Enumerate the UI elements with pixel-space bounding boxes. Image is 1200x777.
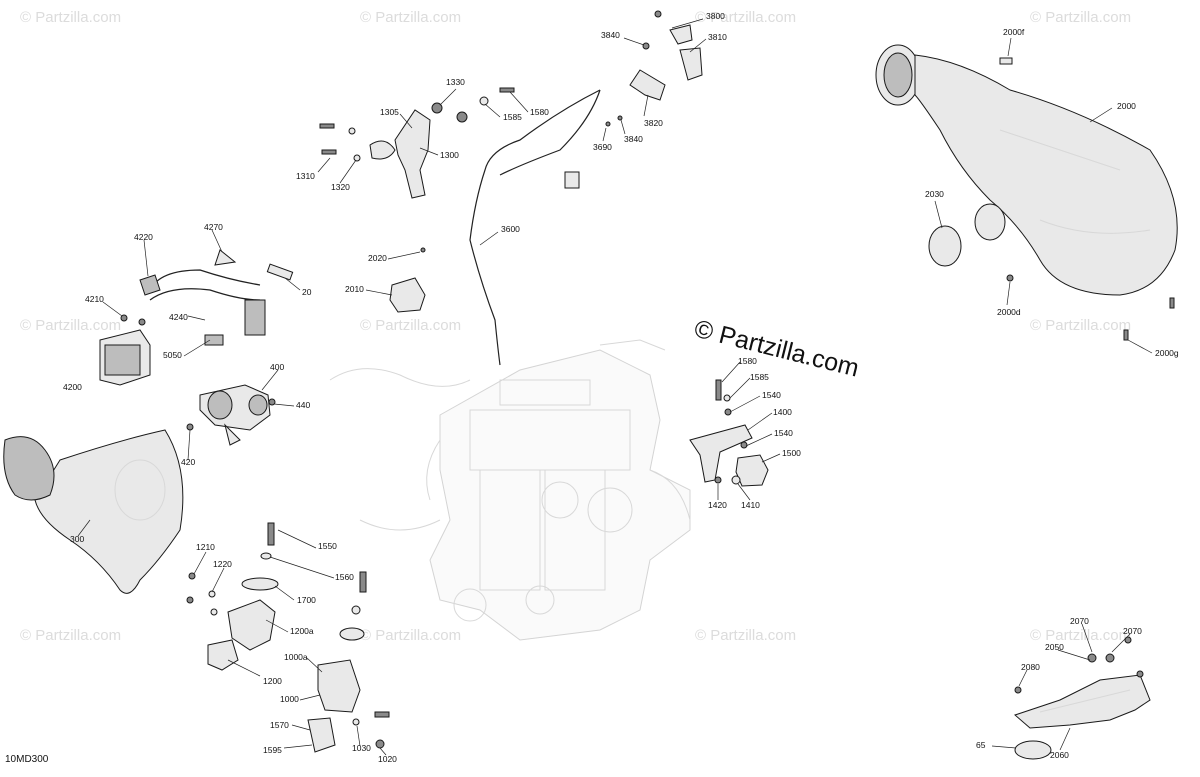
callout-label: 3690 [593, 142, 612, 152]
watermark: © Partzilla.com [20, 627, 121, 644]
callout-label: 2000 [1117, 101, 1136, 111]
callout-label: 1585 [503, 112, 522, 122]
watermark: © Partzilla.com [695, 627, 796, 644]
callout-label: 300 [70, 534, 84, 544]
faint-watermarks: © Partzilla.com © Partzilla.com © Partzi… [20, 9, 1131, 644]
callout-label: 1540 [774, 428, 793, 438]
diagram-id: 10MD300 [5, 754, 49, 765]
callout-label: 1220 [213, 559, 232, 569]
callout-label: 2000f [1003, 27, 1025, 37]
starter-400 [186, 384, 276, 446]
callout-label: 1030 [352, 743, 371, 753]
ignition-coil-group [99, 249, 294, 386]
callout-label: 3600 [501, 224, 520, 234]
callout-label: 2080 [1021, 662, 1040, 672]
callout-label: 2020 [368, 253, 387, 263]
callout-label: 1560 [335, 572, 354, 582]
callout-label: 1310 [296, 171, 315, 181]
callout-label: 4210 [85, 294, 104, 304]
callout-label: 1320 [331, 182, 350, 192]
callout-label: 1000 [280, 694, 299, 704]
harness-3600 [469, 10, 703, 366]
watermark: © Partzilla.com [1030, 627, 1131, 644]
callout-label: 65 [976, 740, 986, 750]
watermark: © Partzilla.com [360, 9, 461, 26]
callout-label: 2000d [997, 307, 1021, 317]
callout-label: 2070 [1123, 626, 1142, 636]
callout-label: 1200a [290, 626, 314, 636]
callout-label: 1420 [708, 500, 727, 510]
watermark: © Partzilla.com [20, 317, 121, 334]
callout-label: 20 [302, 287, 312, 297]
callout-labels: 3800 3840 3810 1330 1580 1305 1585 1300 … [63, 11, 1179, 764]
skid-plate-2060 [1014, 636, 1151, 760]
callout-label: 2050 [1045, 642, 1064, 652]
callout-label: 4270 [204, 222, 223, 232]
watermark: © Partzilla.com [360, 317, 461, 334]
callout-label: 440 [296, 400, 310, 410]
callout-label: 1400 [773, 407, 792, 417]
engine-ghost [329, 339, 691, 641]
callout-label: 1330 [446, 77, 465, 87]
cover-300 [3, 429, 184, 594]
clamp-2030 [928, 203, 1006, 267]
air-intake-silencer [875, 44, 1178, 296]
small-fasteners-intake [999, 57, 1175, 341]
bracket-1300 [319, 87, 515, 199]
watermark: © Partzilla.com [360, 627, 461, 644]
callout-label: 3820 [644, 118, 663, 128]
callout-label: 4220 [134, 232, 153, 242]
callout-label: 1020 [378, 754, 397, 764]
callout-label: 3800 [706, 11, 725, 21]
callout-label: 1210 [196, 542, 215, 552]
callout-label: 1570 [270, 720, 289, 730]
callout-label: 1700 [297, 595, 316, 605]
callout-label: 3810 [708, 32, 727, 42]
callout-label: 420 [181, 457, 195, 467]
callout-label: 1410 [741, 500, 760, 510]
callout-label: 1500 [782, 448, 801, 458]
module-2010 [389, 247, 426, 313]
callout-label: 5050 [163, 350, 182, 360]
watermark: © Partzilla.com [695, 9, 796, 26]
watermark: © Partzilla.com [1030, 9, 1131, 26]
callout-label: 1200 [263, 676, 282, 686]
callout-label: 2030 [925, 189, 944, 199]
callout-label: 3840 [624, 134, 643, 144]
callout-label: 4200 [63, 382, 82, 392]
leader-lines [77, 18, 1153, 756]
callout-label: 1580 [530, 107, 549, 117]
callout-label: 1305 [380, 107, 399, 117]
callout-label: 400 [270, 362, 284, 372]
callout-label: 1585 [750, 372, 769, 382]
callout-label: 2010 [345, 284, 364, 294]
callout-label: 4240 [169, 312, 188, 322]
bracket-1400 [689, 379, 769, 487]
callout-label: 1540 [762, 390, 781, 400]
callout-label: 1580 [738, 356, 757, 366]
callout-label: 1000a [284, 652, 308, 662]
callout-label: 2000g [1155, 348, 1179, 358]
callout-label: 1595 [263, 745, 282, 755]
callout-label: 2060 [1050, 750, 1069, 760]
brand-watermark: © Partzilla.com [692, 315, 862, 383]
engine-mount-front [186, 522, 390, 753]
watermark: © Partzilla.com [20, 9, 121, 26]
callout-label: 1550 [318, 541, 337, 551]
watermark: © Partzilla.com [1030, 317, 1131, 334]
callout-label: 2070 [1070, 616, 1089, 626]
callout-label: 1300 [440, 150, 459, 160]
callout-label: 3840 [601, 30, 620, 40]
